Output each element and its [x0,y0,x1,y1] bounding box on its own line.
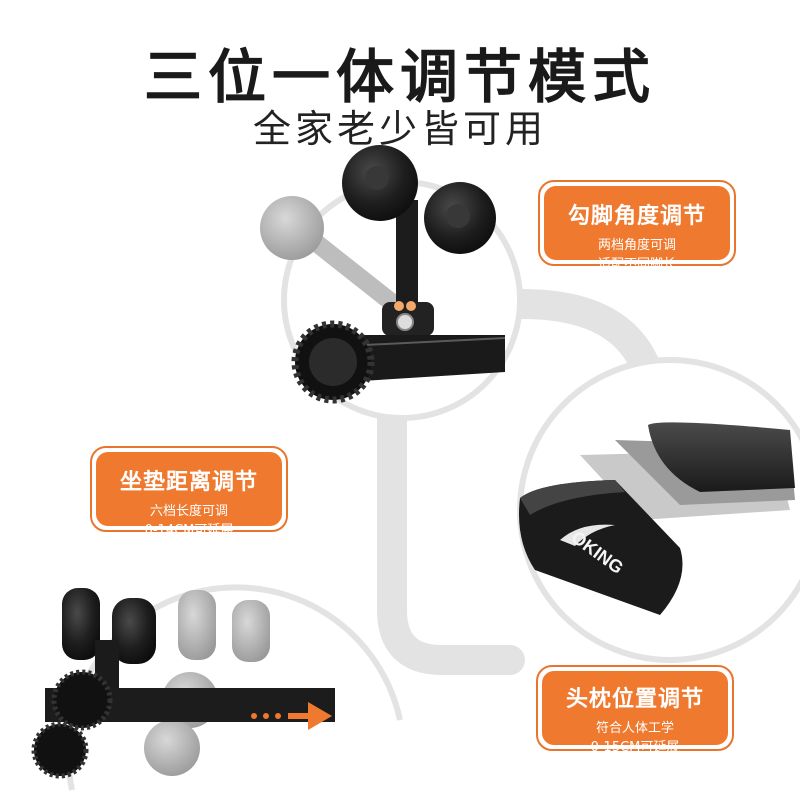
feature-line: 0-15CM可延展 [590,740,680,755]
seat-roller-illustration [31,588,335,779]
feature-line: 适配不同脚长 [597,257,676,272]
page-title: 三位一体调节模式 [143,43,656,111]
feature-card-headrest-position: 头枕位置调节 符合人体工学 0-15CM可延展 [536,665,734,755]
feature-line: 符合人体工学 [595,721,674,736]
foot-hook-illustration [260,145,506,404]
feature-card-foot-angle: 勾脚角度调节 两档角度可调 适配不同脚长 [538,180,736,272]
feature-line: 两档角度可调 [597,238,676,253]
feature-line: 六档长度可调 [149,504,228,519]
page-subtitle: 全家老少皆可用 [252,107,547,151]
feature-line: 0-14CM可延展 [144,523,234,538]
feature-title: 勾脚角度调节 [567,204,706,229]
headrest-illustration [519,422,795,615]
feature-title: 头枕位置调节 [565,687,704,712]
feature-title: 坐垫距离调节 [119,470,258,495]
feature-card-seat-distance: 坐垫距离调节 六档长度可调 0-14CM可延展 [90,446,288,538]
